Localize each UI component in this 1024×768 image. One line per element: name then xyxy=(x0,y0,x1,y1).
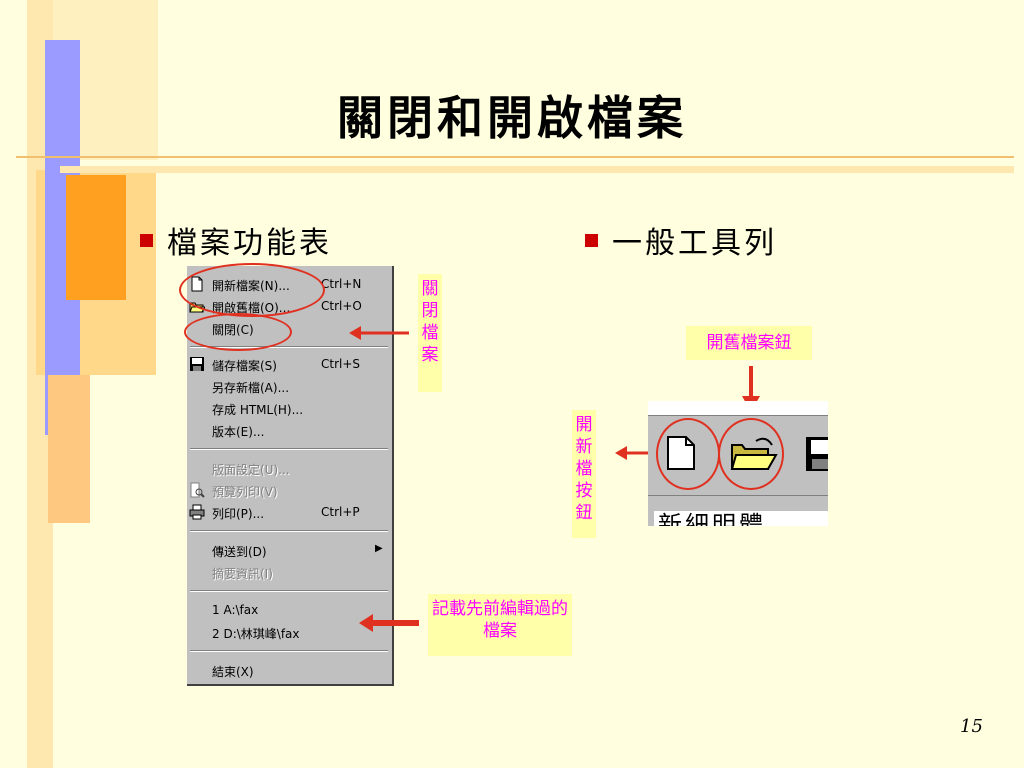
menu-item-shortcut: Ctrl+N xyxy=(321,277,362,291)
deco-horizontal-band xyxy=(60,166,1014,173)
arrow-recent-files xyxy=(359,614,419,632)
menu-item-shortcut: Ctrl+O xyxy=(321,299,362,313)
menu-item-label: 2 D:\林琪峰\fax xyxy=(212,627,300,641)
menu-item-label: 另存新檔(A)... xyxy=(212,381,290,395)
callout-new-button: 開新檔按鈕 xyxy=(572,410,596,538)
toolbar-top-border xyxy=(648,415,828,416)
bullet-square-icon xyxy=(140,234,153,247)
deco-column-6 xyxy=(48,375,90,523)
page-number: 15 xyxy=(960,716,983,737)
bullet-square-icon xyxy=(585,234,598,247)
menu-item-page-setup[interactable]: 版面設定(U)... xyxy=(187,458,392,478)
menu-item-label: 傳送到(D) xyxy=(212,545,267,559)
menu-item-save-html[interactable]: 存成 HTML(H)... xyxy=(187,398,392,418)
menu-item-recent-1[interactable]: 1 A:\fax xyxy=(187,600,392,620)
highlight-ellipse-new-open xyxy=(179,263,325,317)
menu-item-save[interactable]: 儲存檔案(S) Ctrl+S xyxy=(187,354,392,374)
menu-item-label: 預覽列印(V) xyxy=(212,485,278,499)
highlight-ellipse-new-button xyxy=(656,418,720,490)
menu-item-label: 列印(P)... xyxy=(212,507,265,521)
slide-title: 關閉和開啟檔案 xyxy=(337,91,687,145)
printer-icon xyxy=(189,504,205,520)
toolbar-font-name: 新細明體 xyxy=(658,511,766,526)
menu-separator xyxy=(190,346,388,348)
menu-item-label: 版本(E)... xyxy=(212,425,265,439)
menu-item-label: 摘要資訊(I) xyxy=(212,567,273,581)
menu-item-save-as[interactable]: 另存新檔(A)... xyxy=(187,376,392,396)
highlight-ellipse-close xyxy=(184,313,292,351)
toolbar-font-box: 新細明體 xyxy=(654,511,828,526)
menu-item-shortcut: Ctrl+P xyxy=(321,505,360,519)
submenu-arrow-icon: ▶ xyxy=(375,543,383,554)
callout-close-file: 關閉檔案 xyxy=(418,274,442,392)
save-disk-icon xyxy=(806,437,828,471)
print-preview-icon xyxy=(189,482,205,498)
bullet-file-menu-text: 檔案功能表 xyxy=(167,226,332,261)
menu-item-versions[interactable]: 版本(E)... xyxy=(187,420,392,440)
menu-item-label: 結束(X) xyxy=(212,665,254,679)
menu-item-label: 1 A:\fax xyxy=(212,603,259,617)
callout-open-button: 開舊檔案鈕 xyxy=(686,326,812,360)
menu-separator xyxy=(190,650,388,652)
save-disk-icon xyxy=(189,356,205,372)
menu-item-recent-2[interactable]: 2 D:\林琪峰\fax xyxy=(187,622,392,642)
menu-item-label: 存成 HTML(H)... xyxy=(212,403,304,417)
deco-column-5 xyxy=(66,175,126,300)
callout-recent-files: 記載先前編輯過的檔案 xyxy=(428,594,572,656)
menu-item-label: 儲存檔案(S) xyxy=(212,359,277,373)
toolbar-bottom-border xyxy=(648,495,828,496)
menu-item-send-to[interactable]: 傳送到(D) ▶ xyxy=(187,540,392,560)
menu-item-print[interactable]: 列印(P)... Ctrl+P xyxy=(187,502,392,522)
bullet-toolbar: 一般工具列 xyxy=(585,218,777,262)
menu-item-exit[interactable]: 結束(X) xyxy=(187,660,392,680)
deco-horizontal-line xyxy=(16,156,1014,158)
menu-item-print-preview[interactable]: 預覽列印(V) xyxy=(187,480,392,500)
bullet-file-menu: 檔案功能表 xyxy=(140,218,332,262)
menu-item-label: 版面設定(U)... xyxy=(212,463,290,477)
toolbar-save-button[interactable] xyxy=(804,435,828,473)
highlight-ellipse-open-button xyxy=(718,418,784,490)
toolbar-top-strip xyxy=(648,401,828,415)
menu-item-properties[interactable]: 摘要資訊(I) xyxy=(187,562,392,582)
menu-item-shortcut: Ctrl+S xyxy=(321,357,361,371)
bullet-toolbar-text: 一般工具列 xyxy=(612,226,777,261)
menu-separator xyxy=(190,590,388,592)
menu-separator xyxy=(190,448,388,450)
arrow-close-file xyxy=(349,326,409,340)
menu-separator xyxy=(190,530,388,532)
